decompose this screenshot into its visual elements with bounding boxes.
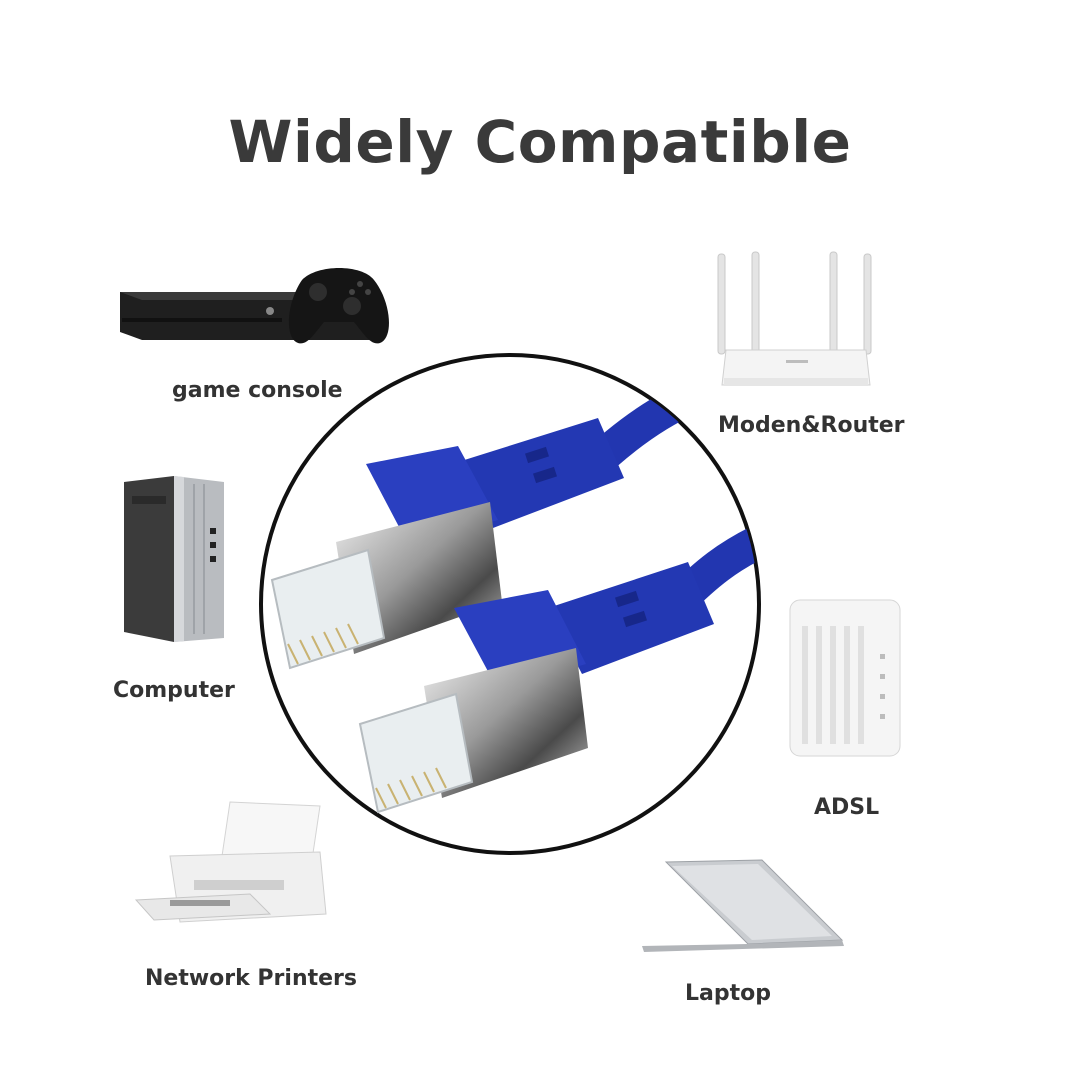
page-title: Widely Compatible — [228, 108, 852, 176]
computer-label: Computer — [113, 678, 235, 703]
computer-tower-icon — [118, 472, 233, 652]
laptop-label: Laptop — [685, 981, 771, 1006]
game-console-icon — [112, 262, 397, 357]
adsl-modem-icon — [780, 596, 915, 766]
adsl-label: ADSL — [814, 795, 880, 820]
printer-label: Network Printers — [145, 966, 357, 991]
ethernet-cable-icon — [258, 352, 762, 856]
game-console-label: game console — [172, 378, 343, 403]
router-icon — [712, 250, 882, 395]
printer-icon — [130, 796, 335, 931]
laptop-icon — [640, 856, 850, 956]
router-label: Moden&Router — [718, 413, 905, 438]
